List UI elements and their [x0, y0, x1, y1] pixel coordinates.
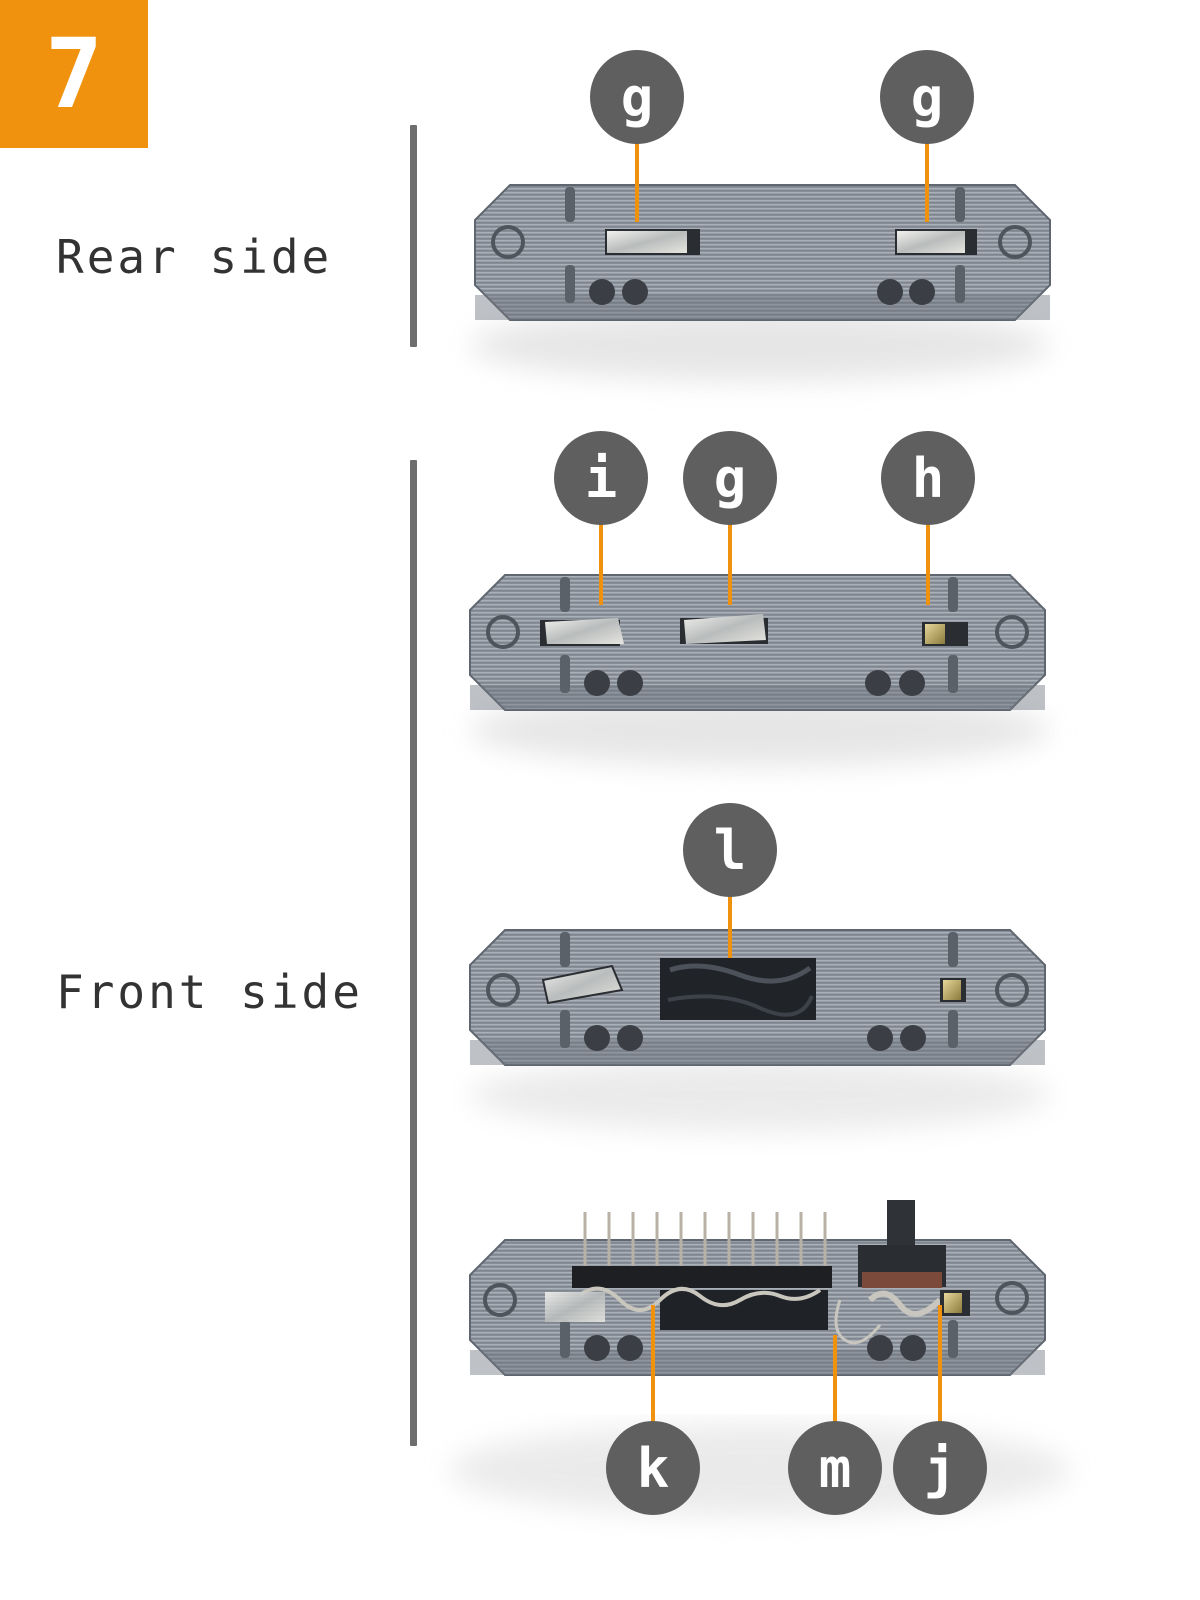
callout-front1-left: i	[554, 431, 648, 525]
callout-front2-middle: l	[683, 803, 777, 897]
callout-rear-left: g	[590, 50, 684, 144]
front-side-label: Front side	[56, 965, 363, 1019]
callout-front3-middle: m	[788, 1421, 882, 1515]
callout-front1-left-label: i	[585, 447, 618, 510]
callout-front1-right: h	[881, 431, 975, 525]
front-side-board-photo-2	[469, 929, 1050, 1131]
step-number-badge: 7	[0, 0, 148, 148]
front-side-divider	[410, 460, 417, 1446]
callout-rear-right: g	[880, 50, 974, 144]
callout-rear-right-label: g	[911, 66, 944, 129]
callout-front2-middle-label: l	[714, 819, 747, 882]
callout-front1-middle: g	[683, 431, 777, 525]
rear-side-label: Rear side	[56, 230, 333, 284]
rear-side-divider	[410, 125, 417, 347]
callout-front1-right-label: h	[912, 447, 945, 510]
callout-rear-left-label: g	[621, 66, 654, 129]
callout-front3-middle-label: m	[819, 1437, 852, 1500]
callout-front3-right: j	[893, 1421, 987, 1515]
leader-lines	[599, 140, 942, 1426]
front-side-board-photo-1	[469, 574, 1050, 766]
callout-front3-right-label: j	[924, 1437, 957, 1500]
callout-front3-left-label: k	[637, 1437, 670, 1500]
callout-front3-left: k	[606, 1421, 700, 1515]
rear-side-board-photo	[470, 184, 1051, 381]
callout-front1-middle-label: g	[714, 447, 747, 510]
